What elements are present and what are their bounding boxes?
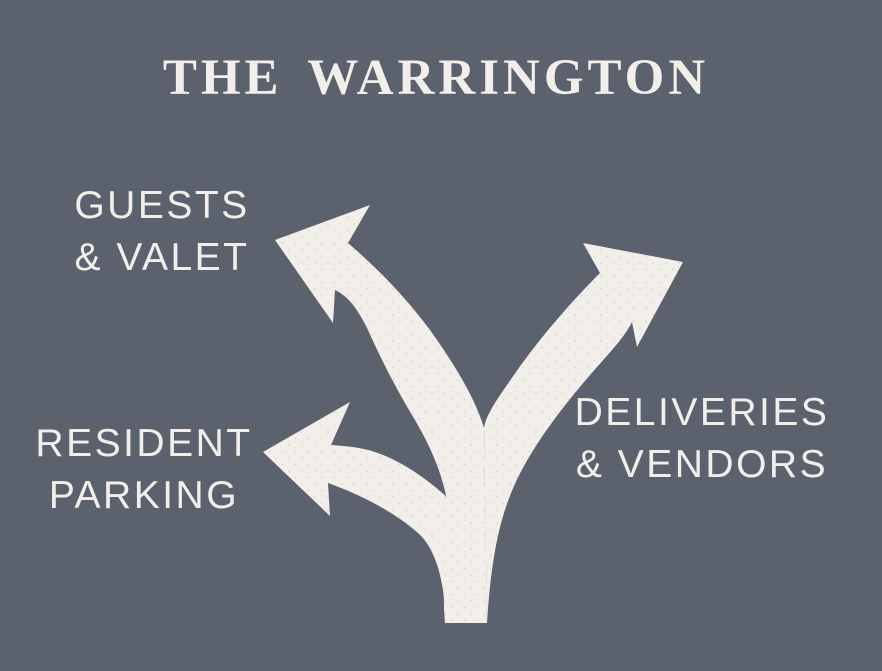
- label-resident-parking-line1: RESIDENT: [35, 422, 253, 465]
- label-resident-parking: RESIDENT PARKING: [35, 418, 252, 522]
- label-deliveries-vendors-line2: & VENDORS: [575, 443, 829, 486]
- label-guests-valet-line1: GUESTS: [74, 184, 250, 227]
- label-deliveries-vendors: DELIVERIES & VENDORS: [575, 387, 830, 491]
- arrow-branch-resident-parking: [263, 402, 453, 620]
- arrow-branch-guests-valet: [275, 205, 487, 623]
- label-guests-valet-line2: & VALET: [74, 236, 250, 279]
- label-deliveries-vendors-line1: DELIVERIES: [574, 391, 830, 434]
- arrow-branch-deliveries-vendors: [484, 243, 683, 623]
- label-resident-parking-line2: PARKING: [48, 474, 240, 517]
- label-guests-valet: GUESTS & VALET: [74, 180, 249, 284]
- page-title: THE WARRINGTON: [162, 50, 710, 106]
